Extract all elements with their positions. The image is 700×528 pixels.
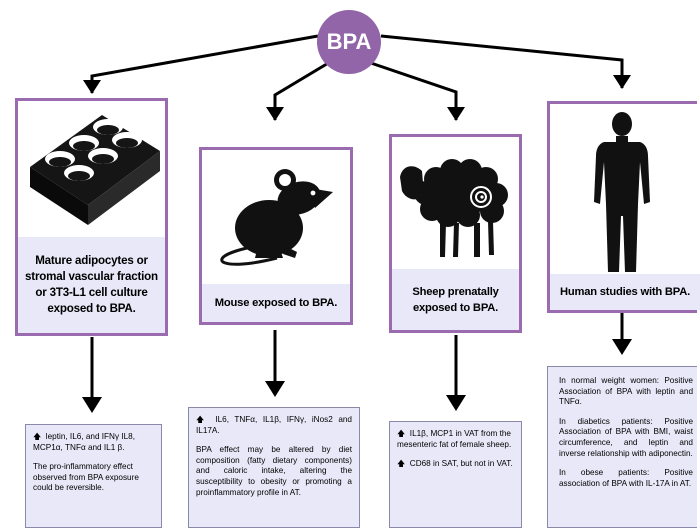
connector-sheep <box>367 60 465 121</box>
mouse-findings: 🡅 IL6, TNFα, IL1β, IFNγ, iNos2 and IL17A… <box>188 407 360 528</box>
cell-culture-card: Mature adipocytes or stromal vascular fr… <box>15 98 168 336</box>
diagram-canvas <box>82 34 632 413</box>
down-arrow-icon <box>446 335 466 411</box>
up-arrow-icon: 🡅 <box>397 459 406 469</box>
connector-mouse <box>266 60 331 121</box>
cell-culture-label: Mature adipocytes or stromal vascular fr… <box>18 237 165 333</box>
down-arrow-icon <box>265 330 285 397</box>
mouse-icon <box>220 169 333 266</box>
mouse-card: Mouse exposed to BPA. <box>199 147 353 325</box>
cell-culture-plate-icon <box>30 115 160 225</box>
sheep-findings: 🡅 IL1β, MCP1 in VAT from the mesenteric … <box>389 421 522 528</box>
sheep-label: Sheep prenatally exposed to BPA. <box>392 269 519 330</box>
connector-human <box>380 34 631 89</box>
connector-cell-culture <box>83 34 319 94</box>
sheep-card: Sheep prenatally exposed to BPA. <box>389 134 522 333</box>
human-silhouette-icon <box>594 112 650 272</box>
sheep-icon <box>400 159 508 257</box>
up-arrow-icon: 🡅 <box>397 429 406 438</box>
down-arrow-icon <box>82 337 102 413</box>
bpa-node: BPA <box>317 10 381 74</box>
mouse-label: Mouse exposed to BPA. <box>202 284 350 322</box>
down-arrow-icon <box>612 312 632 355</box>
human-label: Human studies with BPA. <box>550 274 700 310</box>
cell-culture-findings: 🡅 leptin, IL6, and IFNγ IL8, MCP1α, TNFα… <box>25 424 162 528</box>
bpa-label: BPA <box>326 29 372 54</box>
up-arrow-icon: 🡅 <box>33 432 42 441</box>
human-card: Human studies with BPA. <box>547 101 700 313</box>
up-arrow-icon: 🡅 <box>196 415 205 424</box>
human-findings: In normal weight women: Positive Associa… <box>547 366 697 528</box>
